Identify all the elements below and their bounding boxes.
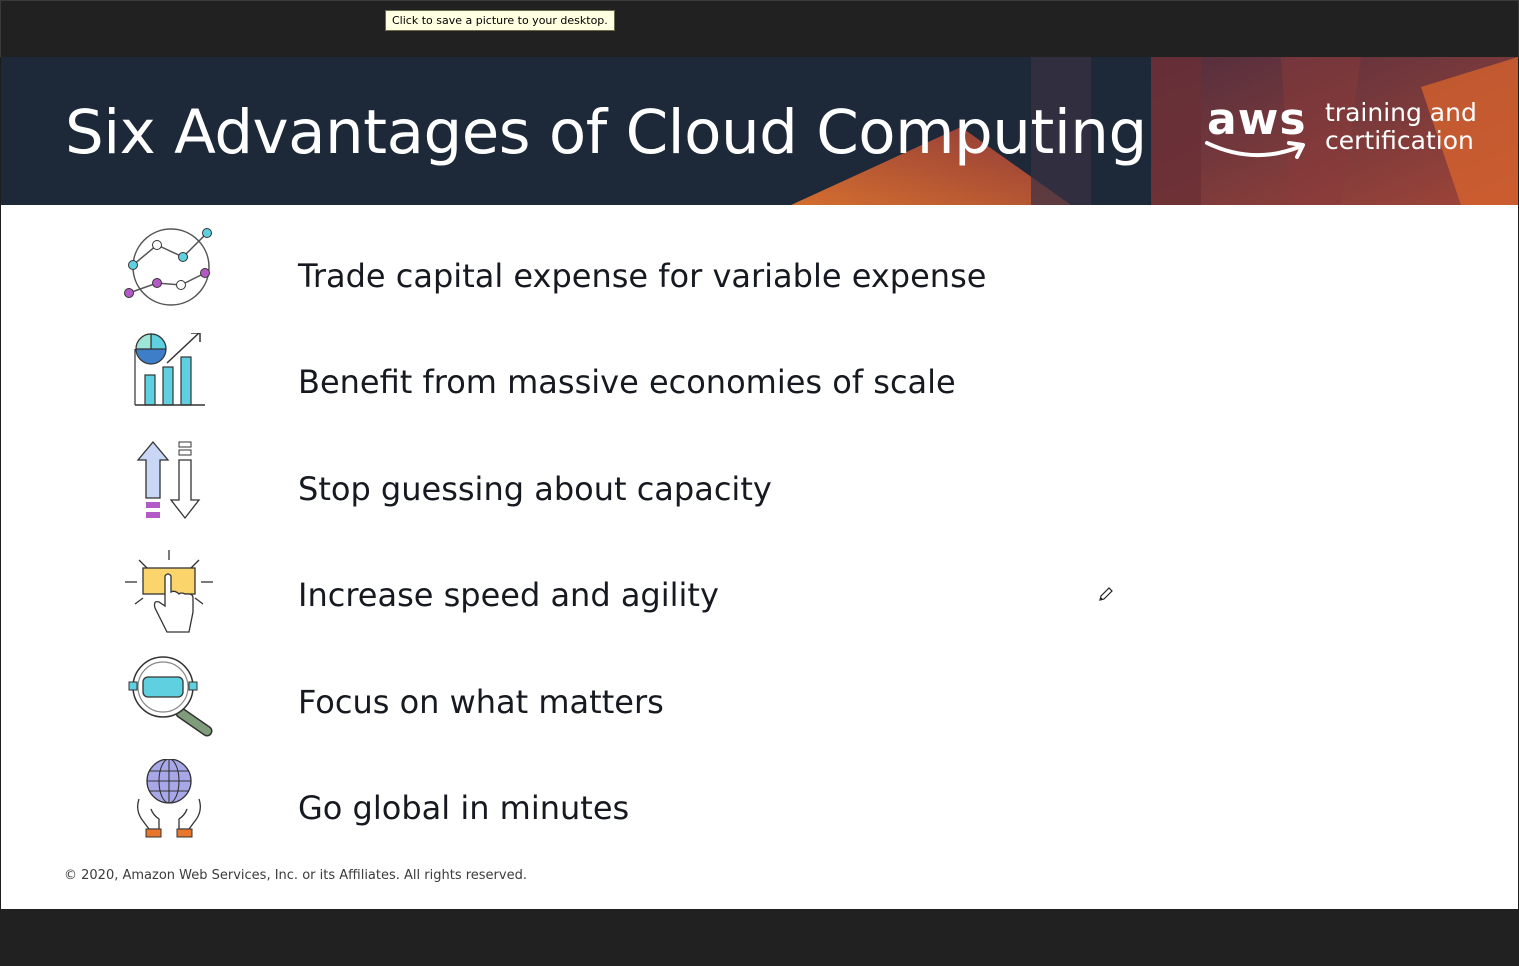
- tap-button-icon: [125, 550, 213, 633]
- logo-subtitle-line1: training and: [1325, 98, 1477, 127]
- advantage-label: Benefit from massive economies of scale: [298, 363, 956, 401]
- pen-cursor-icon: [1099, 587, 1113, 601]
- advantage-item-2: Benefit from massive economies of scale: [1, 333, 1518, 433]
- logo-subtitle-line2: certification: [1325, 126, 1474, 155]
- aws-smile-icon: [1205, 141, 1305, 159]
- advantage-label: Stop guessing about capacity: [298, 470, 772, 508]
- globe-hands-icon: [137, 759, 201, 838]
- advantage-label: Go global in minutes: [298, 789, 630, 827]
- save-picture-tooltip: Click to save a picture to your desktop.: [385, 10, 615, 31]
- slide: Six Advantages of Cloud Computing aws tr…: [1, 57, 1518, 909]
- advantage-label: Focus on what matters: [298, 683, 664, 721]
- viewer-top-bar: Click to save a picture to your desktop.: [0, 0, 1519, 57]
- advantage-item-6: Go global in minutes: [1, 759, 1518, 859]
- line-chart-icon: [124, 228, 212, 306]
- advantage-item-5: Focus on what matters: [1, 653, 1518, 753]
- slide-header: Six Advantages of Cloud Computing aws tr…: [1, 57, 1518, 205]
- advantage-item-1: Trade capital expense for variable expen…: [1, 227, 1518, 327]
- advantage-label: Trade capital expense for variable expen…: [298, 257, 987, 295]
- viewer-bottom-bar: [0, 909, 1519, 966]
- advantage-label: Increase speed and agility: [298, 576, 719, 614]
- copyright-footer: © 2020, Amazon Web Services, Inc. or its…: [64, 868, 527, 883]
- advantage-item-3: Stop guessing about capacity: [1, 440, 1518, 540]
- logo-subtitle: training and certification: [1325, 99, 1477, 155]
- aws-training-logo: aws training and certification: [1203, 94, 1503, 167]
- bar-pie-chart-icon: [134, 333, 205, 406]
- aws-wordmark: aws: [1207, 94, 1307, 145]
- magnifier-icon: [128, 656, 213, 737]
- up-down-arrows-icon: [136, 440, 201, 520]
- header-decoration: [791, 57, 1518, 205]
- slide-title: Six Advantages of Cloud Computing: [65, 97, 1147, 168]
- advantage-item-4: Increase speed and agility: [1, 546, 1518, 646]
